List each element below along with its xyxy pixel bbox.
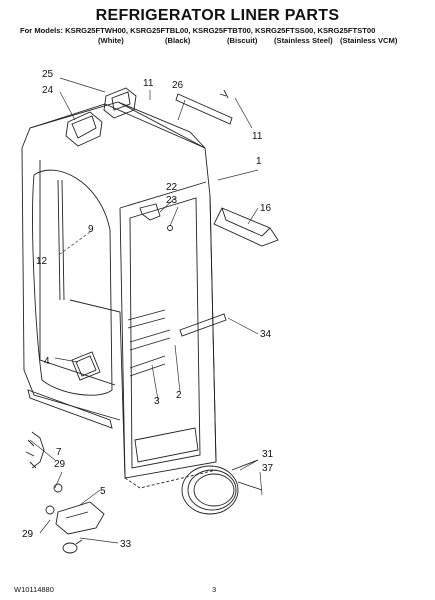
color-row: (White) (Black) (Biscuit) (Stainless Ste… [0, 36, 435, 46]
callout-26: 26 [172, 80, 184, 91]
part-33-bulb [62, 539, 83, 554]
callout-9: 9 [88, 224, 94, 235]
footer-part-number: W10114880 [14, 585, 54, 594]
callout-11-top: 11 [143, 78, 154, 89]
control-housing [65, 87, 137, 147]
part-16-bracket [213, 207, 279, 247]
callout-29-lower: 29 [22, 529, 34, 540]
callout-12: 12 [36, 256, 48, 267]
callout-4: 4 [44, 356, 50, 367]
footer-page-number: 3 [212, 585, 217, 594]
callout-34: 34 [260, 329, 272, 340]
callout-22: 22 [166, 182, 178, 193]
color-biscuit: (Biscuit) [227, 36, 258, 45]
callout-29-upper: 29 [54, 459, 66, 470]
callout-16: 16 [260, 203, 272, 214]
callout-23: 23 [166, 195, 178, 206]
part-7-harness [25, 431, 45, 469]
part-5-lamp-socket [55, 501, 105, 535]
part-31-37-tubing [181, 459, 263, 515]
callout-1: 1 [256, 156, 262, 167]
callout-25: 25 [42, 69, 54, 80]
color-black: (Black) [165, 36, 191, 45]
callout-2: 2 [176, 390, 182, 401]
part-4-bracket [71, 351, 101, 381]
callout-7: 7 [56, 447, 62, 458]
models-line: For Models: KSRG25FTWH00, KSRG25FTBL00, … [20, 26, 376, 35]
callout-numbers: 25 24 11 26 11 1 22 23 16 9 12 34 4 3 2 … [22, 69, 274, 550]
callout-37: 37 [262, 463, 274, 474]
color-stainless-vcm: (Stainless VCM) [340, 36, 398, 45]
color-stainless-steel: (Stainless Steel) [274, 36, 333, 45]
callout-11-right: 11 [252, 131, 263, 142]
callout-3: 3 [154, 396, 160, 407]
callout-31: 31 [262, 449, 274, 460]
callout-24: 24 [42, 85, 54, 96]
liner-assembly [21, 101, 217, 489]
part-22-23 [139, 203, 173, 231]
color-white: (White) [98, 36, 124, 45]
part-26-rail [175, 89, 233, 125]
callout-33: 33 [120, 539, 132, 550]
part-34-strip [179, 313, 227, 337]
part-29-fasteners [45, 483, 63, 515]
callout-5: 5 [100, 486, 106, 497]
leader-lines [29, 77, 263, 544]
page-title: REFRIGERATOR LINER PARTS [95, 7, 340, 24]
